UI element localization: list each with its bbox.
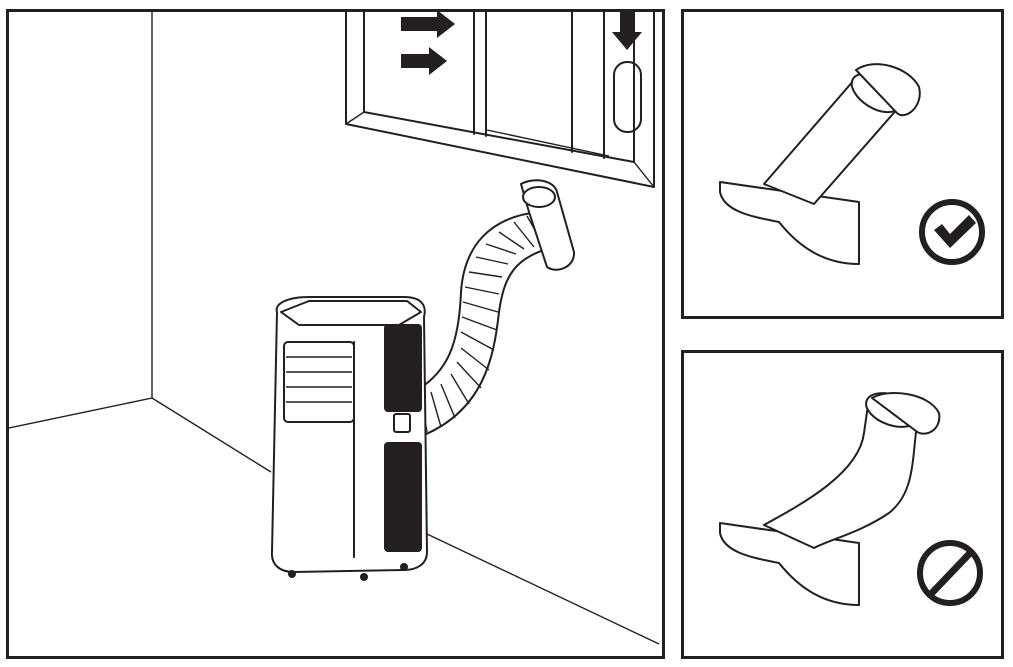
incorrect-hose-panel [681, 350, 1004, 659]
bent-hose-incorrect [719, 392, 941, 606]
straight-hose-correct [719, 63, 921, 265]
airflow-arrows-icon [401, 12, 642, 75]
prohibited-icon [917, 540, 983, 606]
checkmark-icon [919, 199, 985, 265]
installation-scene-panel [6, 9, 665, 659]
window-frame [345, 12, 655, 188]
correct-hose-panel [681, 9, 1004, 319]
exhaust-hose [413, 179, 576, 438]
room-walls [9, 12, 660, 645]
portable-air-conditioner [270, 296, 428, 581]
